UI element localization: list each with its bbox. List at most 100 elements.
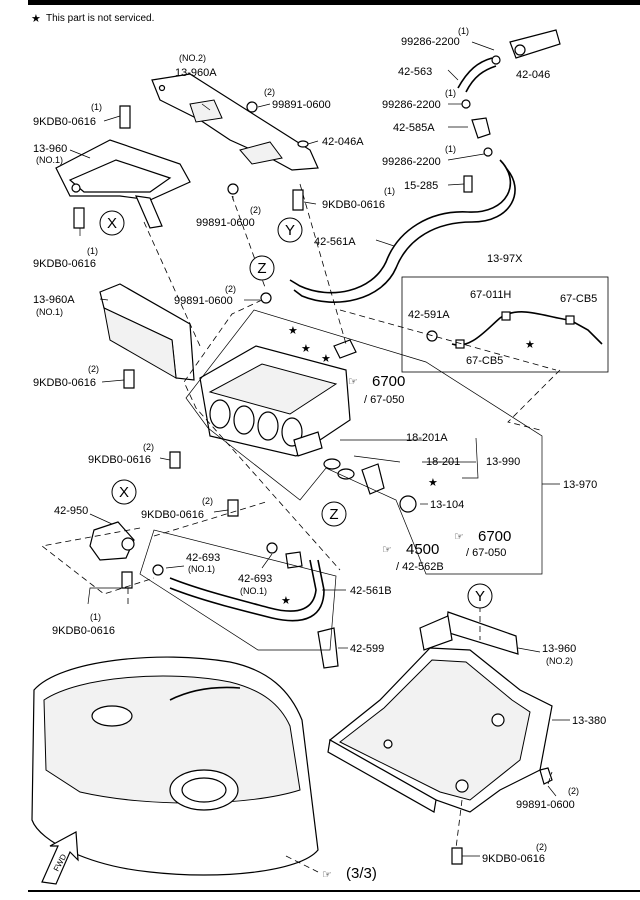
qty-99891-d: (2) (568, 786, 579, 796)
svg-text:Y: Y (285, 222, 295, 239)
svg-text:X: X (107, 215, 117, 232)
assembly-13-970-outline (185, 309, 543, 575)
tank-ref-leader (285, 855, 319, 873)
label-99891-0600-d: 99891-0600 (516, 799, 575, 811)
bracket-13-960-no1 (55, 139, 191, 229)
canister-13-970 (199, 339, 357, 457)
label-42-561A: 42-561A (314, 236, 356, 248)
label-9kdb0-0616-a: 9KDB0-0616 (33, 116, 96, 128)
marker-y-bottom: Y (467, 583, 493, 609)
label-99286-2200-3: 99286-2200 (382, 156, 441, 168)
label-42-591A: 42-591A (408, 309, 450, 321)
clamp-99286-1 (491, 55, 501, 65)
label-42-599: 42-599 (350, 643, 384, 655)
part-42-561A (289, 159, 511, 294)
label-9kdb0-0616-e: 9KDB0-0616 (88, 454, 151, 466)
fasteners-top (73, 101, 309, 229)
ref-6700-b: 6700 (478, 528, 511, 545)
pointer-icon: ☞ (348, 376, 358, 388)
ref-67-050-a: / 67-050 (364, 394, 404, 406)
label-42-561B: 42-561B (350, 585, 392, 597)
label-18-201A: 18-201A (406, 432, 448, 444)
label-13-380: 13-380 (572, 715, 606, 727)
star-marker: ★ (301, 343, 311, 355)
qty-99891-a: (2) (264, 87, 275, 97)
label-13-960A: 13-960A (175, 67, 217, 79)
qty-9kdb-f: (2) (202, 496, 213, 506)
qty-99891-b: (2) (250, 205, 261, 215)
hose-42-561B (152, 542, 325, 622)
star-marker: ★ (428, 477, 438, 489)
label-42-046A: 42-046A (322, 136, 364, 148)
clamp-99286-3 (483, 147, 493, 157)
valve-42-950 (89, 521, 135, 589)
qty-9kdb-b: (1) (384, 186, 395, 196)
part-42-585A (471, 117, 491, 139)
clamp-99286-2 (461, 99, 471, 109)
label-67-CB5-a: 67-CB5 (560, 293, 597, 305)
label-13-990: 13-990 (486, 456, 520, 468)
label-9kdb0-0616-f: 9KDB0-0616 (141, 509, 204, 521)
marker-z-top: Z (249, 255, 275, 281)
label-9kdb0-0616-h: 9KDB0-0616 (482, 853, 545, 865)
ref-42-562B: / 42-562B (396, 561, 444, 573)
marker-x-mid: X (111, 479, 137, 505)
label-67-011H: 67-011H (470, 289, 511, 301)
bracket-13-960A-no2 (151, 73, 319, 171)
marker-y-top: Y (277, 217, 303, 243)
label-99891-0600-a: 99891-0600 (272, 99, 331, 111)
svg-text:X: X (119, 484, 129, 501)
label-13-960-no2-suffix: (NO.2) (546, 656, 573, 666)
label-42-693-a-suffix: (NO.1) (188, 564, 215, 574)
label-42-046: 42-046 (516, 69, 550, 81)
label-99286-2200-2: 99286-2200 (382, 99, 441, 111)
marker-z-mid: Z (321, 501, 347, 527)
marker-x-top: X (99, 210, 125, 236)
label-13-960-no1-suffix: (NO.1) (36, 155, 63, 165)
ref-3-3: (3/3) (346, 865, 377, 882)
star-marker: ★ (321, 353, 331, 365)
label-15-285: 15-285 (404, 180, 438, 192)
label-42-693-b: 42-693 (238, 573, 272, 585)
svg-text:Z: Z (329, 506, 338, 523)
label-42-585A: 42-585A (393, 122, 435, 134)
label-13-104: 13-104 (430, 499, 464, 511)
label-67-CB5-b: 67-CB5 (466, 355, 503, 367)
label-42-950: 42-950 (54, 505, 88, 517)
qty-99286-1: (1) (458, 26, 469, 36)
star-marker: ★ (288, 325, 298, 337)
label-13-970: 13-970 (563, 479, 597, 491)
legend-text: This part is not serviced. (46, 13, 154, 24)
bottom-rule (28, 890, 640, 892)
guard-13-380 (327, 647, 553, 865)
label-9kdb0-0616-d: 9KDB0-0616 (33, 377, 96, 389)
bracket-13-960-no2 (419, 611, 519, 655)
pointer-icon: ☞ (454, 531, 464, 543)
part-42-563 (457, 57, 493, 89)
kit-13-97X-box (401, 276, 609, 373)
qty-99891-c: (2) (225, 284, 236, 294)
label-9kdb0-0616-b: 9KDB0-0616 (322, 199, 385, 211)
assembly-42-561B-outline (139, 529, 337, 651)
ref-6700-a: 6700 (372, 373, 405, 390)
qty-9kdb-g: (1) (90, 612, 101, 622)
bracket-42-599 (317, 627, 339, 669)
qty-9kdb-a: (1) (91, 102, 102, 112)
label-13-960: 13-960 (33, 143, 67, 155)
star-marker: ★ (281, 595, 291, 607)
label-99891-0600-c: 99891-0600 (174, 295, 233, 307)
label-18-201: 18-201 (426, 456, 460, 468)
qty-99286-3: (1) (445, 144, 456, 154)
pointer-icon: ☞ (322, 869, 332, 881)
pointer-icon: ☞ (382, 544, 392, 556)
qty-9kdb-e: (2) (143, 442, 154, 452)
qty-9kdb-c: (1) (87, 246, 98, 256)
part-15-285 (463, 175, 473, 193)
label-99891-0600-b: 99891-0600 (196, 217, 255, 229)
label-9kdb0-0616-g: 9KDB0-0616 (52, 625, 115, 637)
star-marker: ★ (525, 339, 535, 351)
label-13-960-no2: 13-960 (542, 643, 576, 655)
fuel-tank (31, 656, 319, 876)
label-9kdb0-0616-c: 9KDB0-0616 (33, 258, 96, 270)
